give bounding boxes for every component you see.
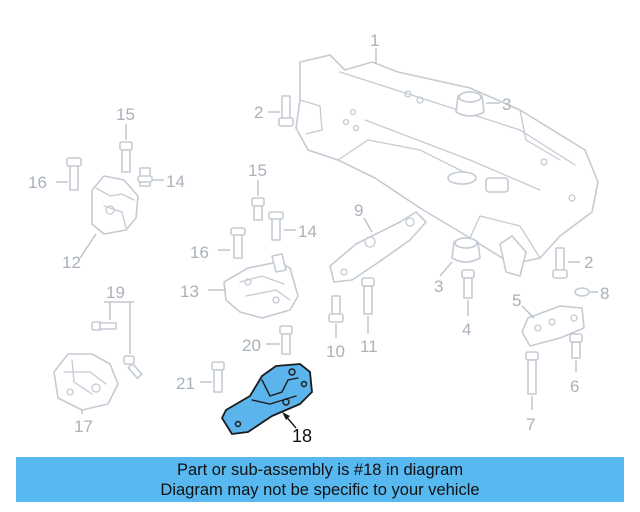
highlighted-bracket-part-18 (221, 363, 313, 435)
banner-line-2: Diagram may not be specific to your vehi… (160, 480, 480, 499)
bolt-part-14-left (137, 167, 153, 187)
bolt-part-19-b (123, 355, 143, 380)
callout-18-highlighted: 18 (292, 426, 312, 446)
callout-16-left: 16 (28, 173, 47, 192)
bolt-part-20 (279, 325, 293, 355)
bolt-part-19-a (91, 321, 117, 331)
bolt-part-2-right (552, 247, 568, 279)
callout-9: 9 (354, 201, 363, 220)
callout-13: 13 (180, 282, 199, 301)
callout-2-upper: 2 (254, 103, 263, 122)
subframe-part-1 (295, 54, 599, 277)
callout-4: 4 (462, 320, 471, 339)
bracket-part-13 (223, 253, 299, 319)
callout-20: 20 (242, 336, 261, 355)
bushing-part-3-lower (451, 237, 481, 263)
banner-line-1: Part or sub-assembly is #18 in diagram (176, 460, 464, 479)
callout-3-lower: 3 (434, 277, 443, 296)
engine-mount-part-12 (91, 175, 139, 235)
callout-21: 21 (176, 374, 195, 393)
callout-7: 7 (526, 415, 535, 434)
bolt-part-15-mid (251, 197, 265, 221)
bolt-part-11 (361, 277, 375, 315)
info-banner: Part or sub-assembly is #18 in diagram D… (16, 457, 624, 502)
bolt-part-6 (569, 333, 583, 359)
bolt-part-2-upper (278, 95, 294, 127)
callout-2-right: 2 (584, 253, 593, 272)
bolt-part-14-mid (268, 211, 284, 241)
callout-3-upper: 3 (502, 95, 511, 114)
bushing-part-3-upper (455, 91, 485, 117)
callout-17: 17 (74, 417, 93, 436)
callout-19: 19 (106, 283, 125, 302)
callout-8: 8 (600, 284, 609, 303)
parts-diagram: 1 2 3 2 3 4 9 1 (28, 31, 609, 446)
callout-16-mid: 16 (190, 243, 209, 262)
callout-14-mid: 14 (298, 222, 317, 241)
callout-14-left: 14 (166, 172, 185, 191)
callout-6: 6 (570, 377, 579, 396)
transmission-mount-part-17 (53, 353, 119, 411)
bolt-part-10 (328, 295, 344, 323)
bolt-part-21 (211, 361, 225, 393)
callout-5: 5 (512, 291, 521, 310)
bolt-part-15-left (119, 141, 133, 173)
bolt-part-7 (525, 351, 539, 395)
callout-15-left: 15 (116, 105, 135, 124)
bolt-part-16-mid (230, 227, 246, 259)
bolt-part-16-left (66, 157, 82, 191)
bracket-part-5 (521, 305, 585, 347)
callout-12: 12 (62, 253, 81, 272)
bolt-part-4 (461, 269, 475, 299)
callout-11: 11 (360, 337, 378, 356)
callout-1: 1 (370, 31, 379, 50)
callout-15-mid: 15 (248, 161, 267, 180)
nut-part-8 (574, 287, 590, 297)
callout-10: 10 (326, 342, 345, 361)
torque-rod-part-9 (329, 211, 427, 283)
